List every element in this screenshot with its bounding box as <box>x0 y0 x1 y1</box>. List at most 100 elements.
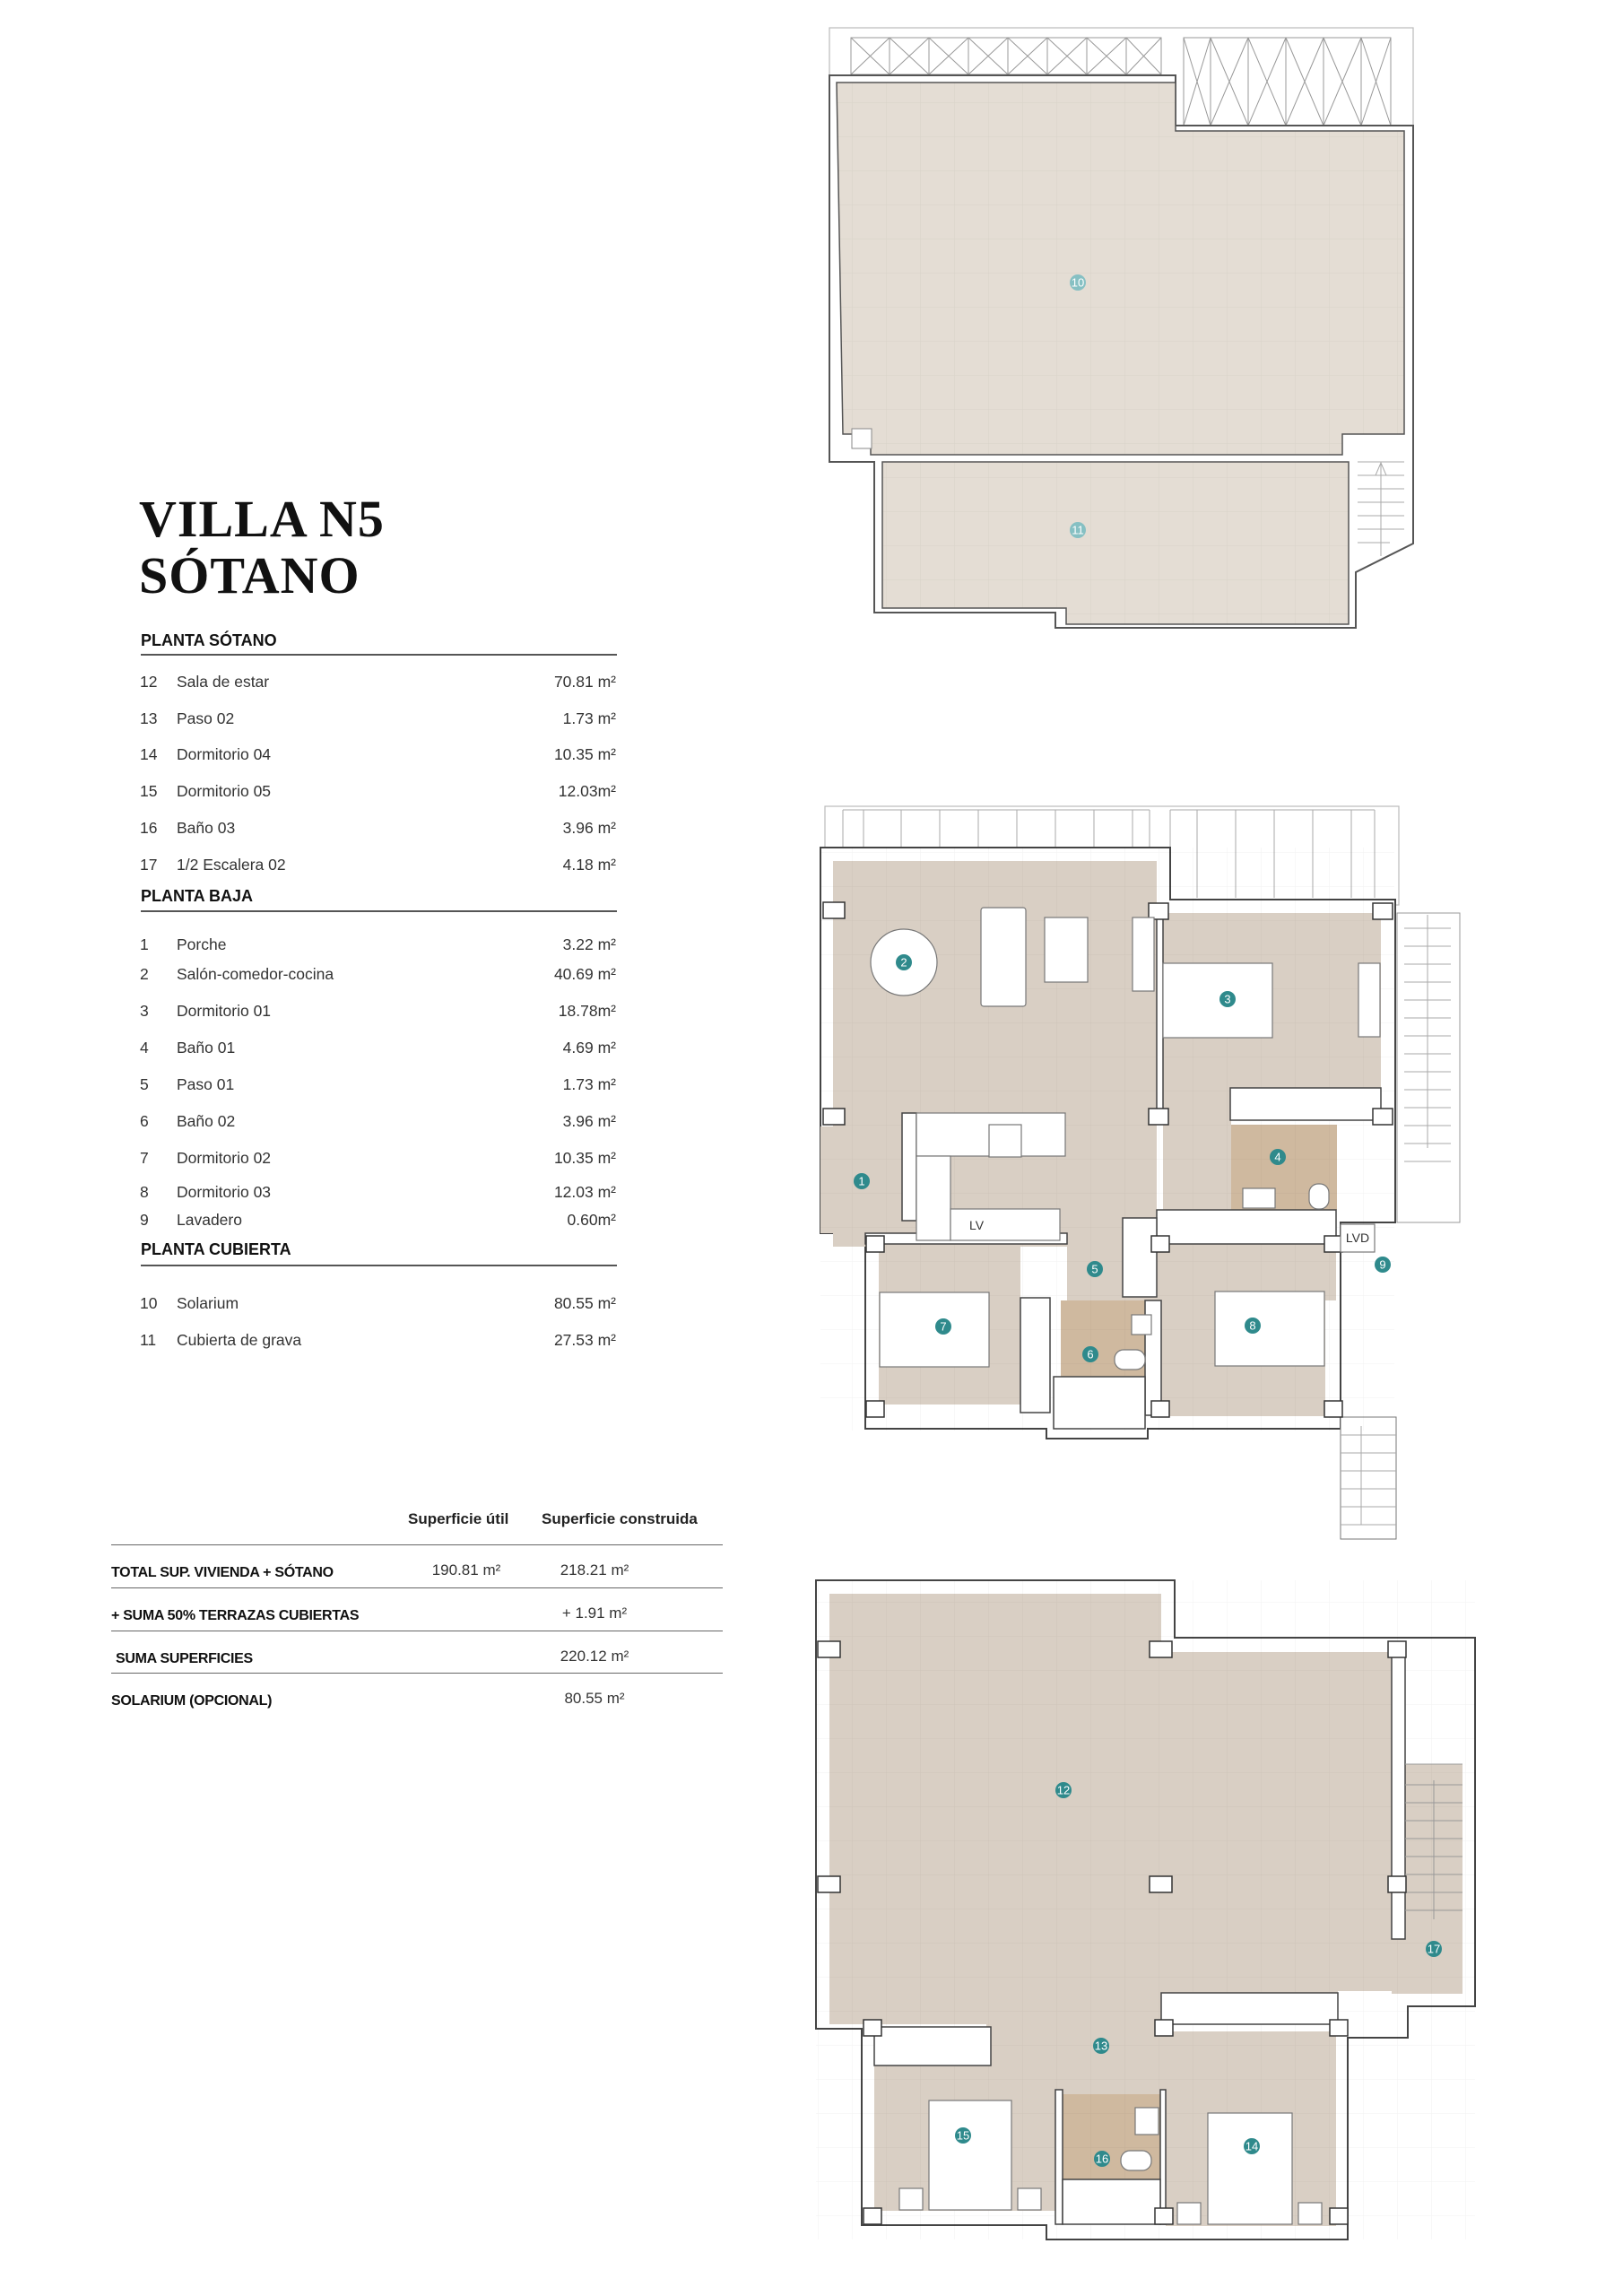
divider <box>141 1265 617 1266</box>
room-area: 3.96 m² <box>562 819 616 837</box>
columns <box>817 1640 1407 2225</box>
room-area: 3.96 m² <box>562 1112 616 1130</box>
kitchen-counter <box>916 1155 951 1241</box>
room-area: 40.69 m² <box>553 965 616 983</box>
svg-text:4: 4 <box>1274 1151 1280 1164</box>
svg-text:6: 6 <box>1087 1348 1093 1361</box>
bed <box>928 2100 1012 2211</box>
svg-text:8: 8 <box>1249 1319 1255 1333</box>
room-number: 16 <box>140 819 158 837</box>
coffee-table <box>1044 917 1089 983</box>
bed <box>879 1292 990 1368</box>
section-heading-baja: PLANTA BAJA <box>141 887 253 905</box>
svg-text:12: 12 <box>1057 1784 1070 1797</box>
room-marker-7: 7 <box>935 1318 951 1335</box>
laundry-unit <box>1340 1223 1376 1253</box>
summary-label-solarium: SOLARIUM (OPCIONAL) <box>111 1693 273 1709</box>
room-name: Lavadero <box>177 1211 242 1229</box>
svg-text:14: 14 <box>1245 2140 1258 2153</box>
room-name: Dormitorio 03 <box>177 1183 272 1201</box>
room-name: Solarium <box>177 1294 239 1312</box>
room-area: 70.81 m² <box>553 673 616 691</box>
room-name: Salón-comedor-cocina <box>177 965 334 983</box>
room-name: 1/2 Escalera 02 <box>177 856 286 874</box>
room-marker-5: 5 <box>1087 1261 1103 1277</box>
header-superficie-util: Superficie útil <box>408 1510 509 1527</box>
lv-label: LV <box>969 1218 985 1232</box>
divider <box>111 1544 723 1545</box>
svg-text:17: 17 <box>1428 1943 1440 1956</box>
room-markers: 12 13 14 15 16 17 <box>955 1782 1442 2167</box>
exterior-stairs <box>1396 912 1461 1223</box>
divider <box>141 654 617 656</box>
stairs <box>1358 461 1404 556</box>
room-number: 13 <box>140 709 158 727</box>
room-area: 27.53 m² <box>553 1331 616 1349</box>
room-number: 7 <box>140 1149 149 1167</box>
svg-text:11: 11 <box>1072 524 1084 537</box>
room-number: 12 <box>140 673 158 691</box>
room-row: 12 Sala de estar 70.81 m² <box>140 672 616 691</box>
wardrobe <box>1358 962 1381 1038</box>
sink-icon <box>1131 1314 1152 1335</box>
columns <box>822 901 1393 1418</box>
svg-text:3: 3 <box>1224 993 1230 1006</box>
nightstand <box>1017 2187 1042 2211</box>
room-markers: 1 2 3 4 5 6 7 8 9 <box>854 954 1391 1362</box>
room-name: Sala de estar <box>177 673 270 691</box>
room-name: Dormitorio 02 <box>177 1149 272 1167</box>
svg-text:7: 7 <box>940 1320 946 1334</box>
nightstand <box>1298 2202 1323 2225</box>
room-area: 18.78m² <box>558 1002 616 1020</box>
room-area: 10.35 m² <box>553 745 616 763</box>
room-marker-17: 17 <box>1426 1941 1442 1957</box>
summary-construida-solarium: 80.55 m² <box>564 1690 625 1707</box>
room-name: Baño 01 <box>177 1039 236 1057</box>
furniture <box>898 2100 1323 2225</box>
toilet-icon <box>1308 1183 1330 1210</box>
room-area: 12.03 m² <box>553 1183 616 1201</box>
room-marker-11: 11 <box>1070 522 1086 538</box>
summary-construida-terrazas: + 1.91 m² <box>561 1605 628 1622</box>
sink-icon <box>1134 2107 1159 2135</box>
room-number: 6 <box>140 1112 149 1130</box>
toilet-icon <box>1120 2150 1152 2171</box>
room-marker-13: 13 <box>1093 2038 1109 2054</box>
villa-title: VILLA N5 <box>139 490 385 548</box>
room-name: Porche <box>177 935 227 953</box>
plan-baja: LV LVD 1 2 3 4 5 6 7 8 9 <box>820 805 1461 1540</box>
room-area: 4.18 m² <box>562 856 616 874</box>
bed <box>1214 1291 1325 1367</box>
room-name: Paso 02 <box>177 709 235 727</box>
pergola-screens <box>850 37 1392 126</box>
room-number: 15 <box>140 782 158 800</box>
summary-label-suma: SUMA SUPERFICIES <box>116 1651 253 1666</box>
exterior-stairs-lower <box>1340 1416 1397 1540</box>
room-marker-4: 4 <box>1270 1149 1286 1165</box>
room-number: 10 <box>140 1294 158 1312</box>
room-row: 1 Porche 3.22 m² <box>140 935 616 954</box>
nightstand <box>1176 2202 1202 2225</box>
room-name: Baño 03 <box>177 819 236 837</box>
room-number: 1 <box>140 935 149 953</box>
room-name: Dormitorio 04 <box>177 745 272 763</box>
room-number: 4 <box>140 1039 149 1057</box>
room-number: 9 <box>140 1211 149 1229</box>
nightstand <box>898 2187 924 2211</box>
svg-text:9: 9 <box>1379 1258 1385 1272</box>
svg-text:1: 1 <box>858 1175 864 1188</box>
room-marker-8: 8 <box>1245 1318 1261 1334</box>
room-number: 5 <box>140 1075 149 1093</box>
floor-title: SÓTANO <box>139 546 360 604</box>
room-area: 3.22 m² <box>562 935 616 953</box>
cooktop-icon <box>988 1124 1022 1158</box>
